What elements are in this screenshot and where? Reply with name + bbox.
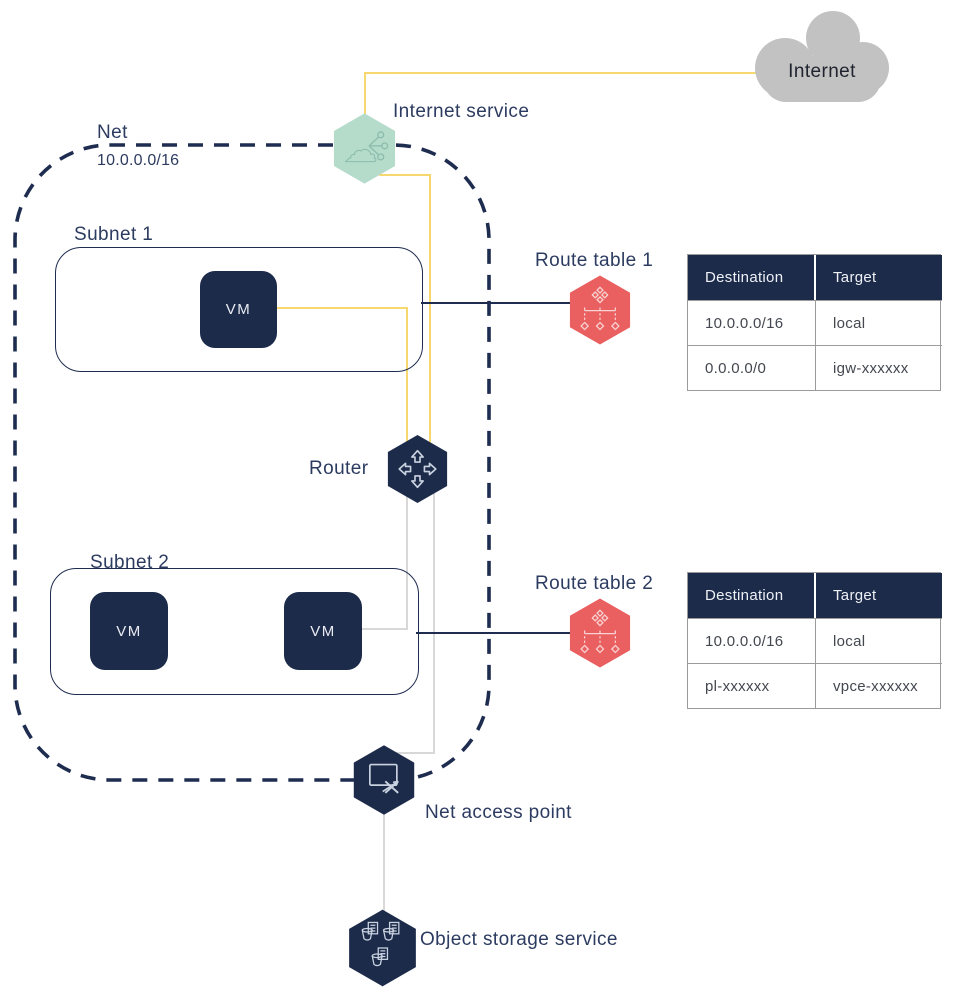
route-table-2-col-target: Target	[816, 573, 942, 618]
route-table-1-cell: igw-xxxxxx	[816, 345, 942, 390]
route-table-1-col-target: Target	[816, 255, 942, 300]
route-table-2-label: Route table 2	[535, 573, 654, 594]
route-table-2-cell: local	[816, 618, 942, 663]
route-table-1-icon	[569, 275, 631, 345]
route-table-1-cell: 0.0.0.0/0	[688, 345, 816, 390]
subnet1-box	[55, 247, 423, 372]
vm-subnet2-a: VM	[90, 592, 168, 670]
route-table-2-cell: 10.0.0.0/16	[688, 618, 816, 663]
net-boundary	[13, 143, 491, 782]
subnet2-box	[50, 568, 419, 695]
route-table-1: Destination Target 10.0.0.0/16 local 0.0…	[687, 254, 942, 391]
vm-label: VM	[116, 622, 142, 640]
vm-subnet2-b: VM	[284, 592, 362, 670]
route-table-1-cell: 10.0.0.0/16	[688, 300, 816, 345]
route-table-2-cell: vpce-xxxxxx	[816, 663, 942, 708]
internet-service-icon: ☁	[333, 113, 396, 184]
net-cidr: 10.0.0.0/16	[97, 152, 180, 169]
net-access-point-icon	[353, 745, 415, 815]
wire-cloud-to-internet-service	[364, 72, 758, 120]
wire-router-to-vm2	[355, 488, 408, 630]
wire-router-to-access-point	[392, 488, 435, 754]
route-table-1-label: Route table 1	[535, 250, 654, 271]
vm-label: VM	[225, 301, 252, 318]
internet-service-label: Internet service	[393, 101, 530, 122]
net-access-point-label: Net access point	[425, 802, 572, 823]
wire-internet-service-to-router	[379, 174, 431, 452]
subnet2-label: Subnet 2	[90, 552, 170, 573]
router-label: Router	[309, 458, 369, 479]
vm-subnet1: VM	[200, 271, 277, 348]
route-table-2-col-destination: Destination	[688, 573, 816, 618]
vm-label: VM	[310, 622, 336, 640]
object-storage-icon	[349, 909, 416, 987]
route-table-2: Destination Target 10.0.0.0/16 local pl-…	[687, 572, 942, 709]
route-table-2-icon	[569, 598, 631, 668]
route-table-2-cell: pl-xxxxxx	[688, 663, 816, 708]
route-table-1-col-destination: Destination	[688, 255, 816, 300]
internet-label: Internet	[788, 61, 856, 82]
router-icon	[387, 434, 448, 504]
object-storage-label: Object storage service	[420, 929, 618, 950]
wire-vm1-to-router	[270, 307, 408, 452]
route-table-1-cell: local	[816, 300, 942, 345]
net-label: Net	[97, 122, 128, 143]
internet-cloud-icon	[755, 11, 889, 102]
subnet1-label: Subnet 1	[74, 224, 154, 245]
svg-text:☁: ☁	[344, 131, 378, 170]
